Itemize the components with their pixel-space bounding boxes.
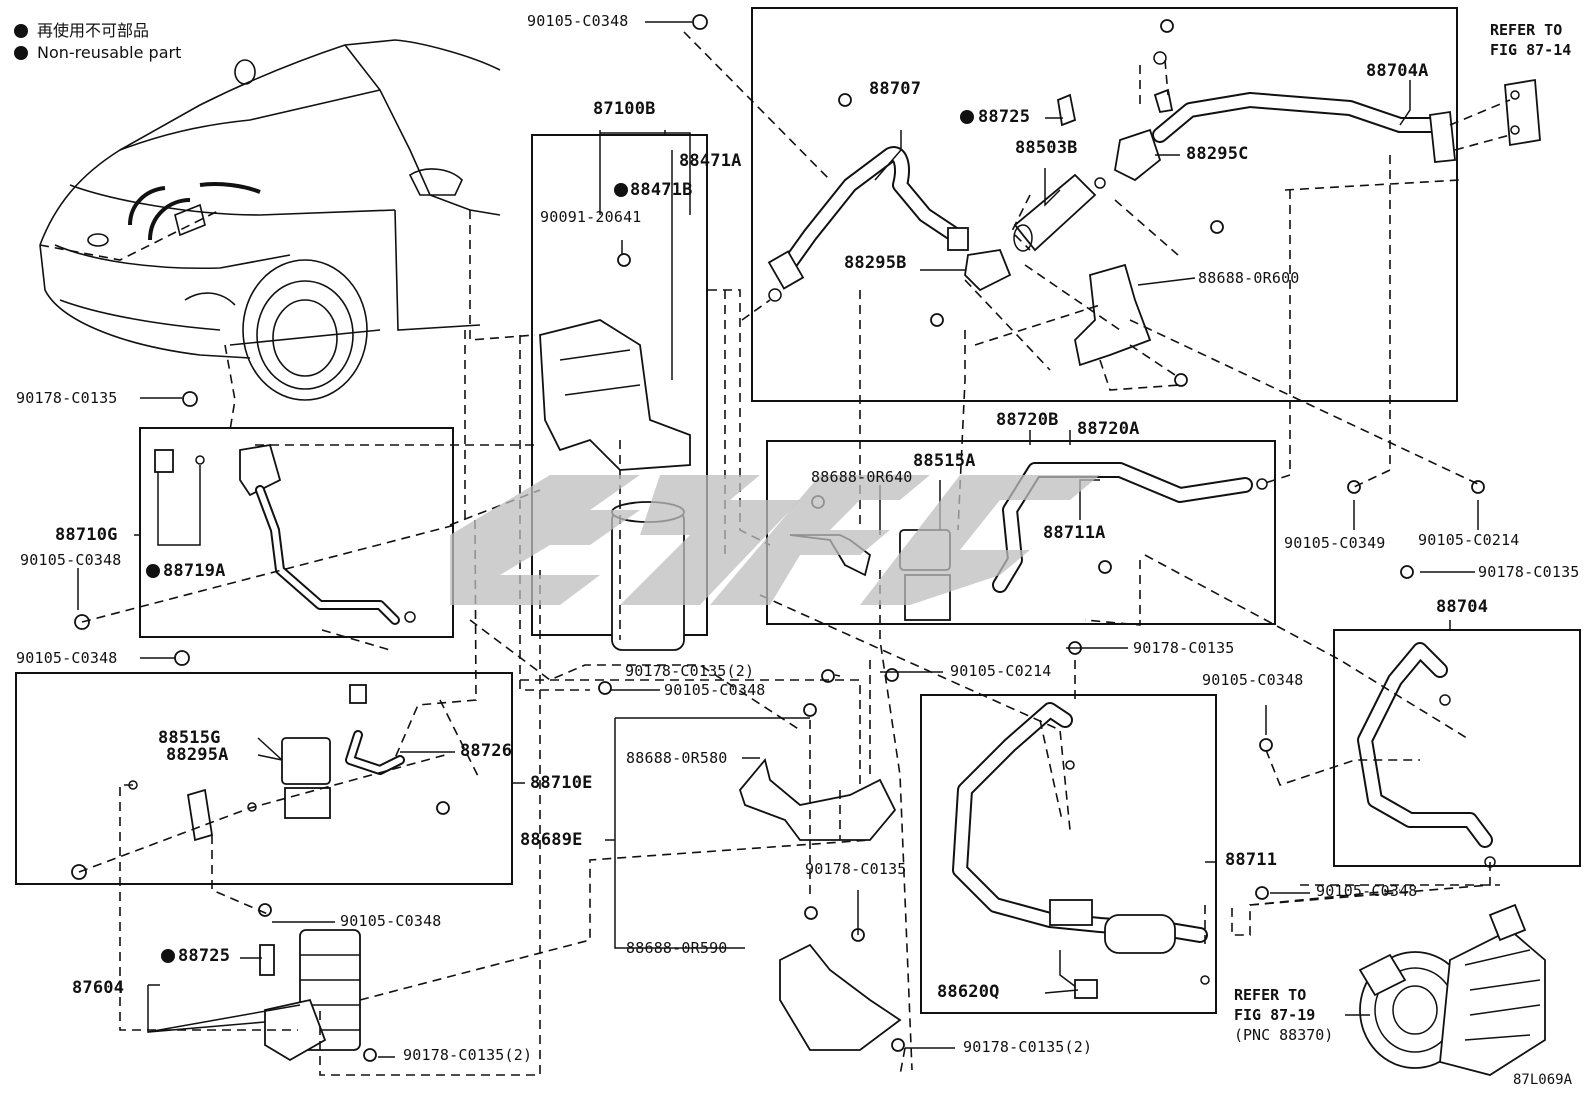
part-label-90105-C0349[interactable]: 90105-C0349: [1284, 534, 1386, 552]
part-label-90178-C0135-2-bl[interactable]: 90178-C0135(2): [403, 1046, 533, 1064]
part-label-90178-C0135-left[interactable]: 90178-C0135: [16, 389, 118, 407]
part-label-90105-C0348-right2[interactable]: 90105-C0348: [1202, 671, 1304, 689]
part-label-88688-0R580[interactable]: 88688-0R580: [626, 749, 728, 767]
part-label-88688-0R640[interactable]: 88688-0R640: [811, 468, 913, 486]
part-label-88711[interactable]: 88711: [1225, 850, 1278, 870]
part-label-90105-C0214-right[interactable]: 90105-C0214: [1418, 531, 1520, 549]
part-label-90178-C0135-mid[interactable]: 90178-C0135: [1133, 639, 1235, 657]
88710G-parts: [74, 443, 416, 630]
88720B-parts: [789, 462, 1268, 621]
part-label-88720A[interactable]: 88720A: [1077, 419, 1140, 439]
non-reusable-dot-icon: [146, 564, 160, 578]
fastener-90178-C0135-left: [182, 391, 198, 407]
non-reusable-dot-icon: [960, 110, 974, 124]
part-label-88295C[interactable]: 88295C: [1186, 144, 1249, 164]
87604-parts: [258, 903, 377, 1062]
box-88704: [1333, 629, 1581, 867]
part-label-87100B[interactable]: 87100B: [593, 99, 656, 119]
part-label-88688-0R600[interactable]: 88688-0R600: [1198, 269, 1300, 287]
part-label-88471A[interactable]: 88471A: [679, 151, 742, 171]
lower-bracket-parts: [598, 641, 1082, 1052]
part-label-88704[interactable]: 88704: [1436, 597, 1489, 617]
part-label-88503B[interactable]: 88503B: [1015, 138, 1078, 158]
part-label-90178-C0135-2-bm[interactable]: 90178-C0135(2): [963, 1038, 1093, 1056]
part-label-88471B[interactable]: 88471B: [614, 182, 693, 199]
part-label-88620Q[interactable]: 88620Q: [937, 982, 1000, 1002]
part-label-88710E[interactable]: 88710E: [530, 773, 593, 793]
receiver-parts: [539, 253, 691, 651]
part-label-88295A[interactable]: 88295A: [166, 745, 229, 765]
part-label-88710G[interactable]: 88710G: [55, 525, 118, 545]
dashed-connections: [39, 31, 1511, 1076]
fastener-90105-C0348-top: [692, 14, 708, 30]
88704-parts: [1255, 480, 1496, 900]
88711-parts: [952, 702, 1210, 999]
part-label-88704A[interactable]: 88704A: [1366, 61, 1429, 81]
compressor-illustration: [1358, 903, 1546, 1076]
part-label-90178-C0135-right[interactable]: 90178-C0135: [1478, 563, 1580, 581]
part-label-88711A[interactable]: 88711A: [1043, 523, 1106, 543]
part-label-90105-C0348-left2[interactable]: 90105-C0348: [16, 649, 118, 667]
part-label-90178-C0135-2-mid[interactable]: 90178-C0135(2): [625, 662, 755, 680]
non-reusable-dot-icon: [614, 183, 628, 197]
expansion-valve: [1504, 78, 1541, 147]
box-88710G: [139, 427, 454, 638]
legend-row-en: Non-reusable part: [14, 43, 181, 62]
part-label-88725-low[interactable]: 88725: [161, 948, 230, 965]
part-label-90105-C0214-mid[interactable]: 90105-C0214: [950, 662, 1052, 680]
box-upper-right: [751, 7, 1458, 402]
part-label-90105-C0348-top[interactable]: 90105-C0348: [527, 12, 629, 30]
part-label-90105-C0348-mid[interactable]: 90105-C0348: [664, 681, 766, 699]
refer-to-fig-87-19[interactable]: REFER TO FIG 87-19 (PNC 88370): [1234, 986, 1334, 1044]
part-label-90105-C0348-low[interactable]: 90105-C0348: [340, 912, 442, 930]
fastener-90105-C0348-left2: [174, 650, 190, 666]
part-label-87604[interactable]: 87604: [72, 978, 125, 998]
part-label-90178-C0135-low[interactable]: 90178-C0135: [805, 860, 907, 878]
non-reusable-dot-icon: [14, 24, 28, 38]
legend-row-jp: 再使用不可部品: [14, 17, 149, 41]
box-88710E: [15, 672, 513, 885]
part-label-88720B[interactable]: 88720B: [996, 410, 1059, 430]
88710E-parts: [71, 684, 450, 880]
part-label-88688-0R590[interactable]: 88688-0R590: [626, 939, 728, 957]
part-label-90105-C0348-left1[interactable]: 90105-C0348: [20, 551, 122, 569]
non-reusable-dot-icon: [161, 949, 175, 963]
vehicle-illustration: [39, 39, 501, 401]
leader-lines: [77, 21, 1479, 1058]
part-label-88295B[interactable]: 88295B: [844, 253, 907, 273]
part-label-88726[interactable]: 88726: [460, 741, 513, 761]
part-label-90091-20641[interactable]: 90091-20641: [540, 208, 642, 226]
part-label-88725-top[interactable]: 88725: [960, 109, 1030, 126]
non-reusable-dot-icon: [14, 46, 28, 60]
upper-box-parts: [767, 19, 1456, 387]
part-label-88689E[interactable]: 88689E: [520, 830, 583, 850]
part-label-88707[interactable]: 88707: [869, 79, 922, 99]
part-label-88515G[interactable]: 88515G: [158, 728, 221, 748]
part-label-88515A[interactable]: 88515A: [913, 451, 976, 471]
refer-to-fig-87-14[interactable]: REFER TO FIG 87-14: [1490, 21, 1572, 59]
diagram-code: 87L069A: [1513, 1072, 1573, 1088]
box-88711: [920, 694, 1217, 1014]
part-label-88719A[interactable]: 88719A: [146, 563, 226, 580]
part-label-90105-C0348-rightlow[interactable]: 90105-C0348: [1316, 882, 1418, 900]
